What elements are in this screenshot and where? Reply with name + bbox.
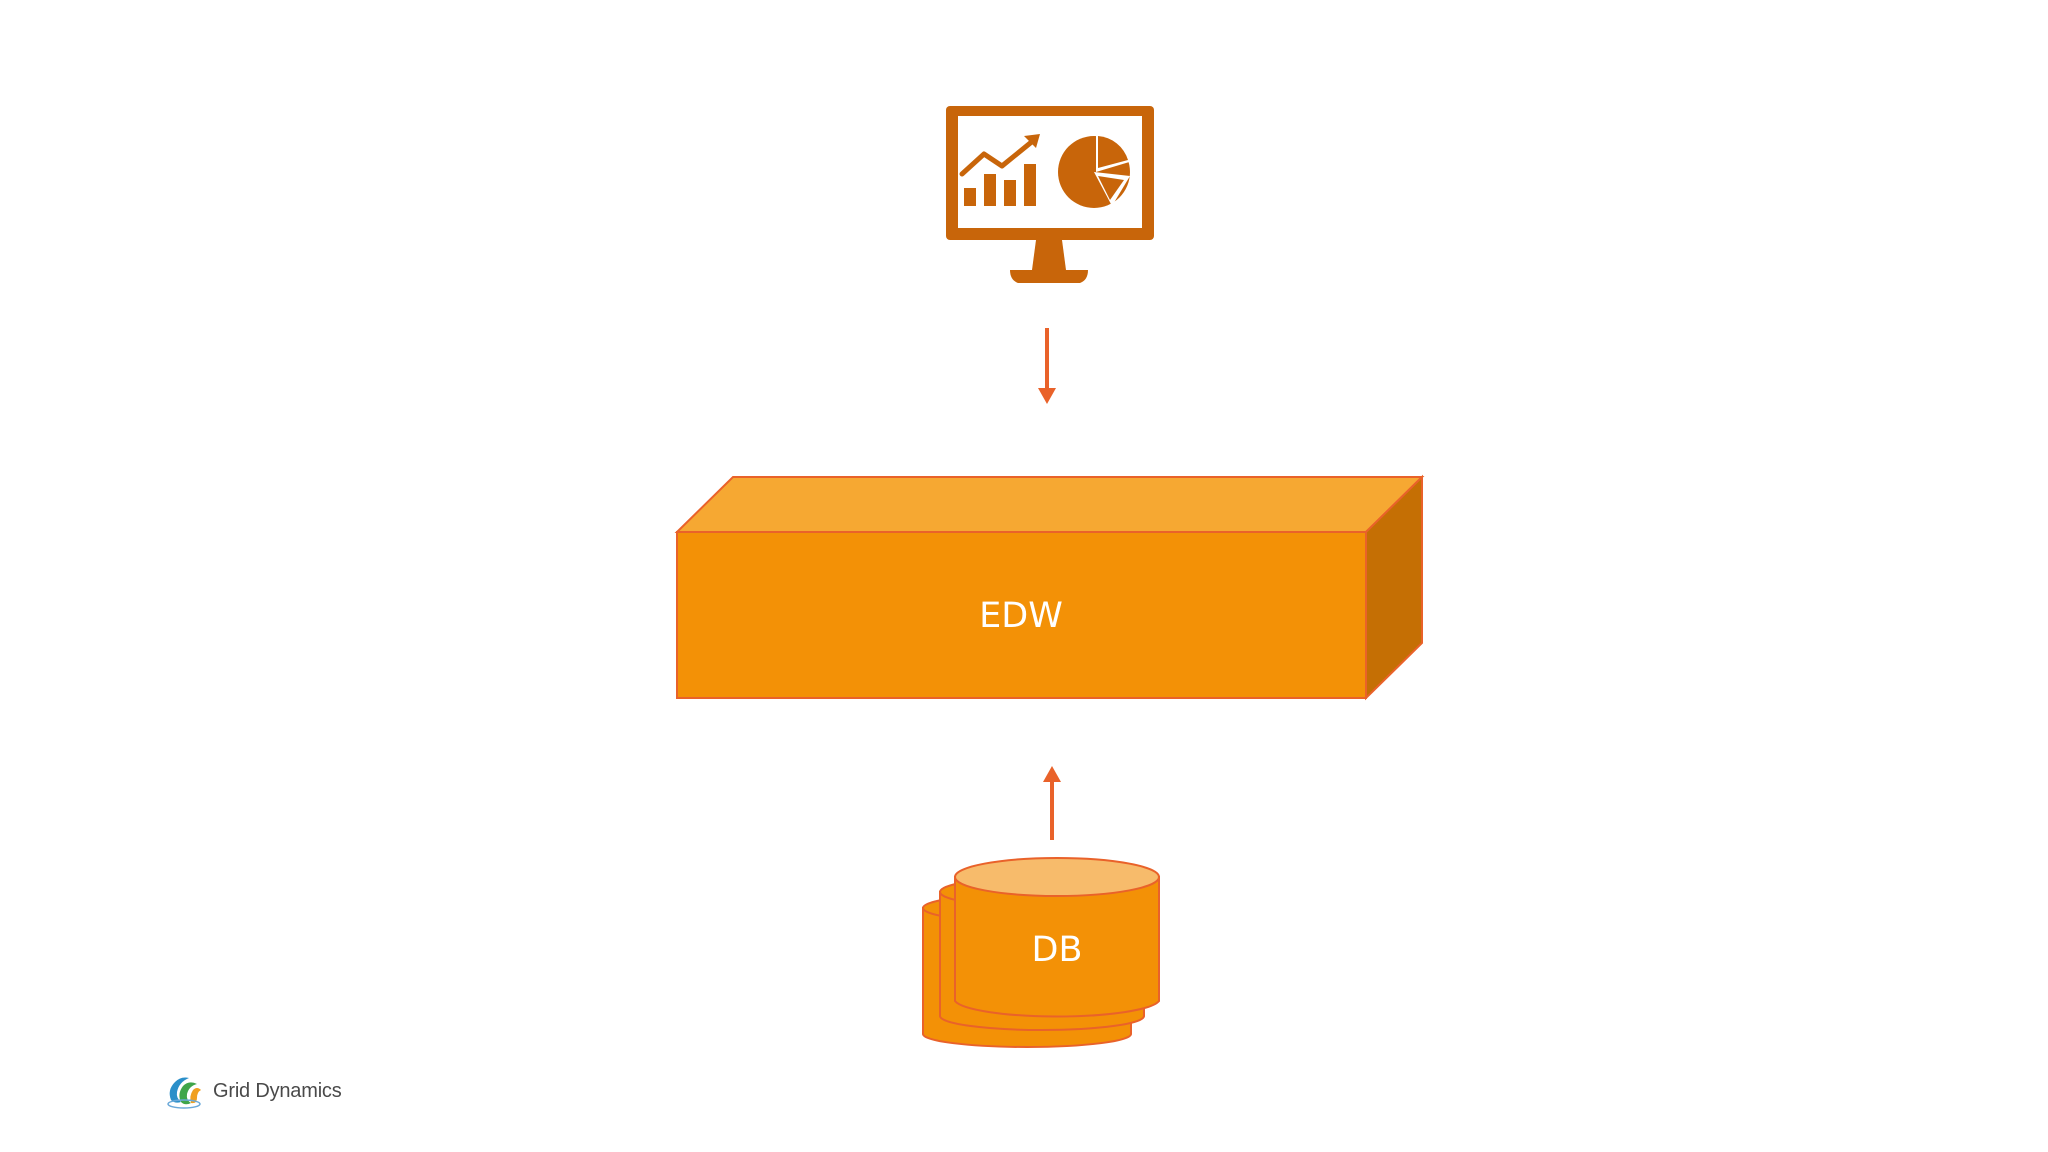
trend-line-glyph — [959, 137, 1037, 177]
edw-block-top — [674, 476, 1425, 533]
db-cylinder-front — [954, 857, 1160, 1018]
edw-block: EDW — [674, 474, 1425, 701]
bar-chart-glyph — [964, 164, 1036, 206]
arrow-db-to-edw — [1043, 766, 1061, 840]
pie-chart-glyph — [1058, 130, 1136, 208]
db-label: DB — [1032, 930, 1083, 970]
grid-dynamics-logo-icon — [167, 1077, 201, 1109]
arrow-dashboard-to-edw — [1038, 328, 1056, 404]
analytics-monitor-icon — [946, 106, 1154, 283]
brand-name: Grid Dynamics — [213, 1079, 342, 1102]
edw-block-front — [676, 531, 1367, 699]
database-stack-icon: DB — [922, 857, 1160, 1048]
brand-logo: Grid Dynamics — [163, 1068, 342, 1114]
edw-label: EDW — [979, 596, 1063, 636]
